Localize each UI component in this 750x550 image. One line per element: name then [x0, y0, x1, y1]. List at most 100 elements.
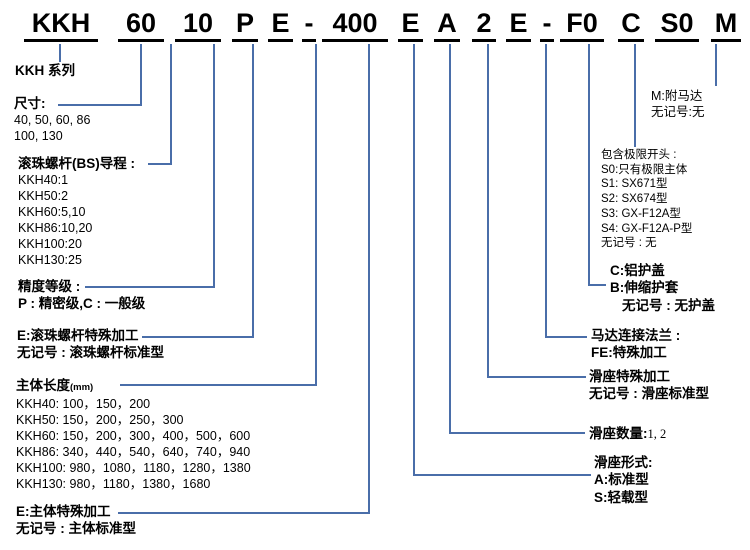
annotation-size-title: 尺寸: [14, 96, 46, 111]
annotation-limit-switch-line-1: S1: SX671型 [601, 178, 668, 191]
annotation-series: KKH 系列 [15, 62, 75, 79]
code-segment-accuracy[interactable]: P [232, 10, 258, 42]
code-segment-slider-qty[interactable]: 2 [472, 10, 496, 42]
annotation-limit-switch-line-5: 无记号 : 无 [601, 237, 657, 250]
annotation-body-length-title: 主体长度 [16, 378, 70, 393]
leader-size-vert [140, 44, 142, 106]
annotation-slider-type-line-0: A:标准型 [594, 472, 649, 488]
annotation-limit-switch: 包含极限开头 : S0:只有极限主体 S1: SX671型 S2: SX674型… [601, 148, 692, 251]
leader-body-special-horiz [118, 512, 370, 514]
code-segment-lead[interactable]: 10 [175, 10, 221, 42]
annotation-body-length-line-5: KKH130: 980，1180，1380，1680 [16, 477, 211, 492]
code-segment-body-special[interactable]: E [398, 10, 423, 42]
annotation-lead: 滚珠螺杆(BS)导程 : KKH40:1 KKH50:2 KKH60:5,10 … [18, 155, 135, 268]
annotation-screw-special: E:滚珠螺杆特殊加工 无记号 : 滚珠螺杆标准型 [17, 327, 164, 362]
annotation-body-length-line-2: KKH60: 150，200，300，400，500，600 [16, 429, 251, 444]
annotation-limit-switch-line-0: S0:只有极限主体 [601, 163, 688, 176]
leader-slider-type-vert [413, 44, 415, 476]
code-segment-motor[interactable]: M [711, 10, 741, 42]
code-segment-size[interactable]: 60 [118, 10, 164, 42]
annotation-body-length-line-4: KKH100: 980，1080，1180，1280，1380 [16, 461, 251, 476]
leader-slider-qty-vert [449, 44, 451, 434]
annotation-body-special-line-1: 无记号 : 主体标准型 [16, 521, 136, 537]
leader-motor-flange-vert [545, 44, 547, 338]
annotation-accuracy-line-0: P : 精密级,C : 一般级 [18, 296, 146, 312]
leader-motor-flange-horiz [545, 336, 587, 338]
annotation-lead-line-1: KKH50:2 [18, 189, 69, 204]
annotation-lead-line-3: KKH86:10,20 [18, 221, 93, 236]
leader-size-horiz [58, 104, 142, 106]
annotation-cover: C:铝护盖 B:伸缩护套 无记号 : 无护盖 [610, 262, 715, 314]
annotation-motor-line-1: 无记号:无 [651, 105, 705, 119]
annotation-body-special-line-0: E:主体特殊加工 [16, 504, 111, 519]
annotation-slider-type-title: 滑座形式: [594, 455, 653, 470]
code-segment-series[interactable]: KKH [24, 10, 98, 42]
annotation-motor-flange: 马达连接法兰 : FE:特殊加工 [591, 327, 680, 362]
code-segment-screw-special[interactable]: E [268, 10, 293, 42]
leader-lead-horiz [148, 163, 172, 165]
annotation-slider-type: 滑座形式: A:标准型 S:轻载型 [594, 454, 653, 506]
leader-body-length-horiz [120, 384, 317, 386]
annotation-slider-special-line-0: 滑座特殊加工 [589, 369, 670, 384]
annotation-body-length-unit: (mm) [70, 382, 94, 393]
leader-slider-special-horiz [487, 376, 586, 378]
annotation-body-length-line-3: KKH86: 340，440，540，640，740，940 [16, 445, 251, 460]
annotation-size: 尺寸: 40, 50, 60, 86 100, 130 [14, 95, 90, 144]
annotation-body-length: 主体长度(mm) KKH40: 100，150，200 KKH50: 150，2… [16, 376, 251, 492]
leader-slider-type-horiz [413, 474, 591, 476]
annotation-lead-line-2: KKH60:5,10 [18, 205, 86, 220]
leader-series-vert [59, 44, 61, 62]
code-segment-slider-special[interactable]: E [506, 10, 531, 42]
leader-accuracy-vert [213, 44, 215, 288]
annotation-lead-line-5: KKH130:25 [18, 253, 82, 268]
annotation-slider-type-line-1: S:轻载型 [594, 489, 648, 505]
annotation-series-title: KKH 系列 [15, 63, 75, 78]
leader-accuracy-horiz [85, 286, 215, 288]
annotation-limit-switch-line-3: S3: GX-F12A型 [601, 207, 681, 220]
annotation-motor-line-0: M:附马达 [651, 89, 703, 103]
annotation-size-line-0: 40, 50, 60, 86 [14, 113, 91, 128]
annotation-slider-qty-title: 滑座数量: [589, 426, 648, 441]
annotation-body-length-title-wrap: 主体长度(mm) [16, 376, 251, 396]
code-separator-dash-2: - [540, 10, 554, 42]
annotation-cover-line-1: B:伸缩护套 [610, 280, 679, 296]
annotation-lead-line-0: KKH40:1 [18, 173, 69, 188]
leader-slider-special-vert [487, 44, 489, 378]
code-segment-slider-type[interactable]: A [434, 10, 460, 42]
annotation-limit-switch-line-4: S4: GX-F12A-P型 [601, 222, 693, 235]
code-separator-dash-1: - [302, 10, 316, 42]
annotation-size-line-1: 100, 130 [14, 129, 63, 144]
annotation-body-special: E:主体特殊加工 无记号 : 主体标准型 [16, 503, 136, 538]
leader-limit-switch-vert [634, 44, 636, 147]
leader-screw-special-horiz [142, 336, 254, 338]
annotation-slider-special-line-1: 无记号 : 滑座标准型 [589, 386, 709, 402]
annotation-motor-flange-line-0: FE:特殊加工 [591, 345, 667, 361]
annotation-cover-line-2: 无记号 : 无护盖 [622, 297, 715, 313]
code-segment-cover[interactable]: C [618, 10, 644, 42]
leader-body-special-vert [368, 44, 370, 514]
annotation-lead-line-4: KKH100:20 [18, 237, 82, 252]
annotation-screw-special-line-0: E:滚珠螺杆特殊加工 [17, 328, 139, 343]
annotation-cover-line-0: C:铝护盖 [610, 263, 665, 278]
annotation-lead-title: 滚珠螺杆(BS)导程 : [18, 156, 135, 171]
code-segment-body-length[interactable]: 400 [322, 10, 388, 42]
annotation-accuracy-title: 精度等级 : [18, 279, 81, 294]
annotation-slider-qty: 滑座数量:1, 2 [589, 424, 666, 444]
code-segment-motor-flange[interactable]: F0 [560, 10, 604, 42]
annotation-motor-flange-title: 马达连接法兰 : [591, 328, 681, 343]
leader-body-length-vert [315, 44, 317, 386]
annotation-limit-switch-title: 包含极限开头 : [601, 149, 677, 161]
leader-lead-vert [170, 44, 172, 165]
annotation-slider-qty-value: 1, 2 [647, 427, 667, 441]
annotation-body-length-line-0: KKH40: 100，150，200 [16, 397, 151, 412]
annotation-accuracy: 精度等级 : P : 精密级,C : 一般级 [18, 278, 145, 313]
leader-cover-vert [588, 44, 590, 286]
annotation-limit-switch-line-2: S2: SX674型 [601, 193, 668, 206]
code-segment-limit-switch[interactable]: S0 [655, 10, 699, 42]
annotation-slider-qty-wrap: 滑座数量:1, 2 [589, 424, 666, 444]
leader-screw-special-vert [252, 44, 254, 338]
annotation-slider-special: 滑座特殊加工 无记号 : 滑座标准型 [589, 368, 709, 403]
annotation-motor: M:附马达 无记号:无 [651, 88, 704, 120]
annotation-screw-special-line-1: 无记号 : 滚珠螺杆标准型 [17, 345, 164, 361]
